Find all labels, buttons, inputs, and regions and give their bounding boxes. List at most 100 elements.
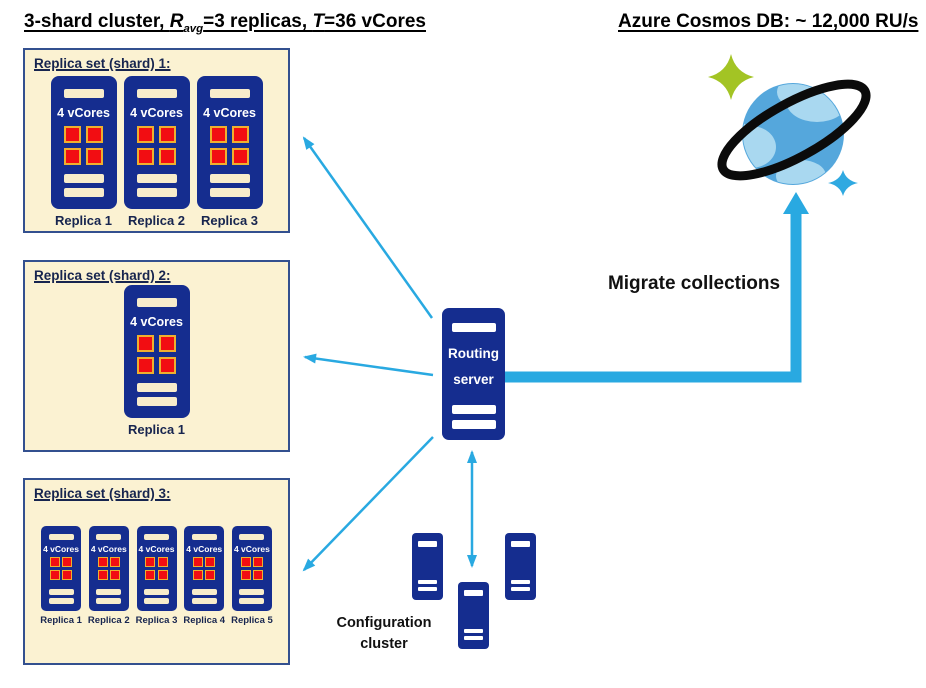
replica-tower: 4 vCores Replica 4 [183,526,225,626]
planet-clouds [743,84,843,184]
config-server-tower-icon [412,533,443,600]
server-slot [136,89,177,98]
server-slots [136,174,177,197]
cluster-title-prefix: 3-shard cluster, [24,11,170,32]
config-server-tower-icon [458,582,489,649]
replica-set-1-panel: Replica set (shard) 1: 4 vCores Replica … [23,48,290,233]
replica-tower: 4 vCores Replica 5 [231,526,273,626]
replica-label: Replica 1 [127,422,186,437]
replica-tower: 4 vCores Replica 2 [123,76,190,228]
planet-globe [742,83,844,185]
server-slots [511,580,530,591]
server-slot [136,298,177,307]
replica-set-2-title: Replica set (shard) 2: [34,268,171,283]
server-slots [464,629,483,640]
server-slot [418,541,437,547]
cluster-title-t: T [312,11,325,32]
server-slots [239,589,265,604]
cpu-cores-icon [210,126,249,165]
server-tower-icon: 4 vCores [184,526,225,611]
cpu-cores-icon [49,557,73,580]
server-slot [511,541,530,547]
config-server-tower-icon [505,533,536,600]
server-tower-icon: 4 vCores [123,285,190,418]
sparkle-icon-blue [828,170,858,196]
server-slots [136,383,177,406]
replica-label: Replica 5 [231,615,273,626]
replica-set-2-panel: Replica set (shard) 2: 4 vCores Replica … [23,260,290,452]
replica-tower: 4 vCores Replica 3 [135,526,178,626]
arrow-migrate-collections-head [783,192,809,214]
server-tower-icon: 4 vCores [231,526,272,611]
cpu-cores-icon [145,557,168,580]
replica-label: Replica 2 [87,615,130,626]
configuration-cluster-label: Configuration cluster [336,615,432,652]
server-slots [63,174,104,197]
cosmos-db-planet-icon [708,54,871,196]
server-tower-icon: 4 vCores [41,526,82,611]
server-slots [144,589,169,604]
replica-tower: 4 vCores Replica 2 [88,526,130,626]
cluster-title-r: R [169,11,184,32]
replica-tower: 4 vCores Replica 1 [50,76,117,228]
replica-set-1-towers: 4 vCores Replica 1 4 vCores Replica 2 [25,76,288,228]
replica-set-2-towers: 4 vCores Replica 1 [25,285,288,437]
cpu-cores-icon [137,126,176,165]
vcores-label: 4 vCores [57,106,110,120]
vcores-label: 4 vCores [186,544,223,554]
vcores-label: 4 vCores [43,544,80,554]
replica-label: Replica 3 [135,615,178,626]
vcores-label: 4 vCores [130,106,183,120]
replica-tower: 4 vCores Replica 1 [40,526,82,626]
replica-set-3-panel: Replica set (shard) 3: 4 vCores Replica … [23,478,290,665]
server-slot [48,534,74,540]
replica-set-3-towers: 4 vCores Replica 1 4 vCores Replica 2 [25,526,288,626]
replica-set-1-title: Replica set (shard) 1: [34,56,171,71]
replica-label: Replica 4 [183,615,226,626]
replica-label: Replica 1 [54,213,113,228]
cosmos-db-title-text: Azure Cosmos DB: ~ 12,000 RU/s [618,11,919,32]
arrow-routing-to-shard2 [303,353,434,377]
server-tower-icon: 4 vCores [88,526,129,611]
server-slots [209,174,250,197]
server-slots [48,589,74,604]
server-slot [63,89,104,98]
replica-label: Replica 1 [40,615,82,626]
server-slot [191,534,217,540]
server-slot [209,89,250,98]
sparkle-icon-green [708,54,754,100]
server-slot [239,534,265,540]
cluster-title-r-sub: avg [183,22,204,35]
server-slots [96,589,122,604]
server-slots [418,580,437,591]
cpu-cores-icon [137,335,176,374]
cosmos-db-title: Azure Cosmos DB: ~ 12,000 RU/s [618,11,918,33]
routing-server-label: Routing server [448,346,499,387]
replica-label: Replica 2 [127,213,186,228]
vcores-label: 4 vCores [233,544,270,554]
server-slots [191,589,217,604]
planet-ring [717,79,871,181]
vcores-label: 4 vCores [203,106,256,120]
vcores-label: 4 vCores [138,544,175,554]
server-tower-icon: 4 vCores [196,76,263,209]
replica-label: Replica 3 [200,213,259,228]
cluster-title-suffix: =36 vCores [324,11,426,32]
replica-set-3-title: Replica set (shard) 3: [34,486,171,501]
routing-server-tower: Routing server [442,308,505,440]
server-tower-icon: 4 vCores [123,76,190,209]
migrate-collections-label: Migrate collections [607,273,781,294]
cpu-cores-icon [240,557,264,580]
cpu-cores-icon [97,557,121,580]
cluster-title: 3-shard cluster, Ravg=3 replicas, T=36 v… [24,11,426,35]
replica-tower: 4 vCores Replica 1 [123,285,190,437]
server-slots [451,405,496,429]
arrow-routing-to-shard1 [302,136,434,319]
vcores-label: 4 vCores [130,315,183,329]
server-slot [451,323,496,332]
cluster-title-mid: =3 replicas, [203,11,313,32]
server-tower-icon: 4 vCores [50,76,117,209]
vcores-label: 4 vCores [90,544,127,554]
cpu-cores-icon [192,557,216,580]
